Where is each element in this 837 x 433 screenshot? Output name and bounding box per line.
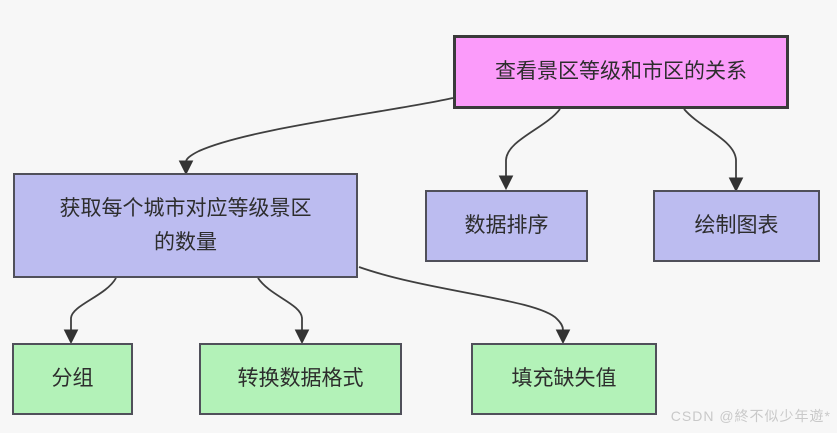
node-convert-label: 转换数据格式: [237, 367, 364, 390]
arrowhead-convert: [294, 329, 310, 345]
node-get-count: 获取每个城市对应等级景区 的数量: [13, 173, 358, 278]
connector-get-count-to-fill-missing: [358, 266, 564, 331]
connector-root-to-draw: [683, 108, 737, 178]
connector-root-to-sort: [505, 108, 561, 176]
arrowhead-draw: [728, 177, 744, 193]
arrowhead-sort: [498, 175, 514, 191]
connector-get-count-to-convert: [257, 277, 303, 330]
node-root: 查看景区等级和市区的关系: [453, 35, 789, 109]
node-convert: 转换数据格式: [199, 343, 402, 415]
node-fill-missing-label: 填充缺失值: [511, 367, 617, 390]
arrowhead-get-count: [178, 160, 194, 176]
csdn-watermark: CSDN @終不似少年遊*: [670, 408, 831, 424]
connector-root-to-get-count: [185, 97, 454, 163]
node-group-label: 分组: [51, 367, 94, 390]
node-draw: 绘制图表: [653, 190, 820, 262]
connector-get-count-to-group: [70, 277, 117, 330]
arrowhead-fill-missing: [555, 329, 571, 345]
node-root-label: 查看景区等级和市区的关系: [495, 60, 747, 83]
node-fill-missing: 填充缺失值: [471, 343, 657, 415]
arrowhead-group: [63, 329, 79, 345]
node-group: 分组: [12, 343, 133, 415]
node-sort: 数据排序: [425, 190, 588, 262]
node-get-count-label: 获取每个城市对应等级景区 的数量: [59, 196, 312, 254]
node-draw-label: 绘制图表: [694, 214, 779, 237]
node-sort-label: 数据排序: [464, 214, 549, 237]
